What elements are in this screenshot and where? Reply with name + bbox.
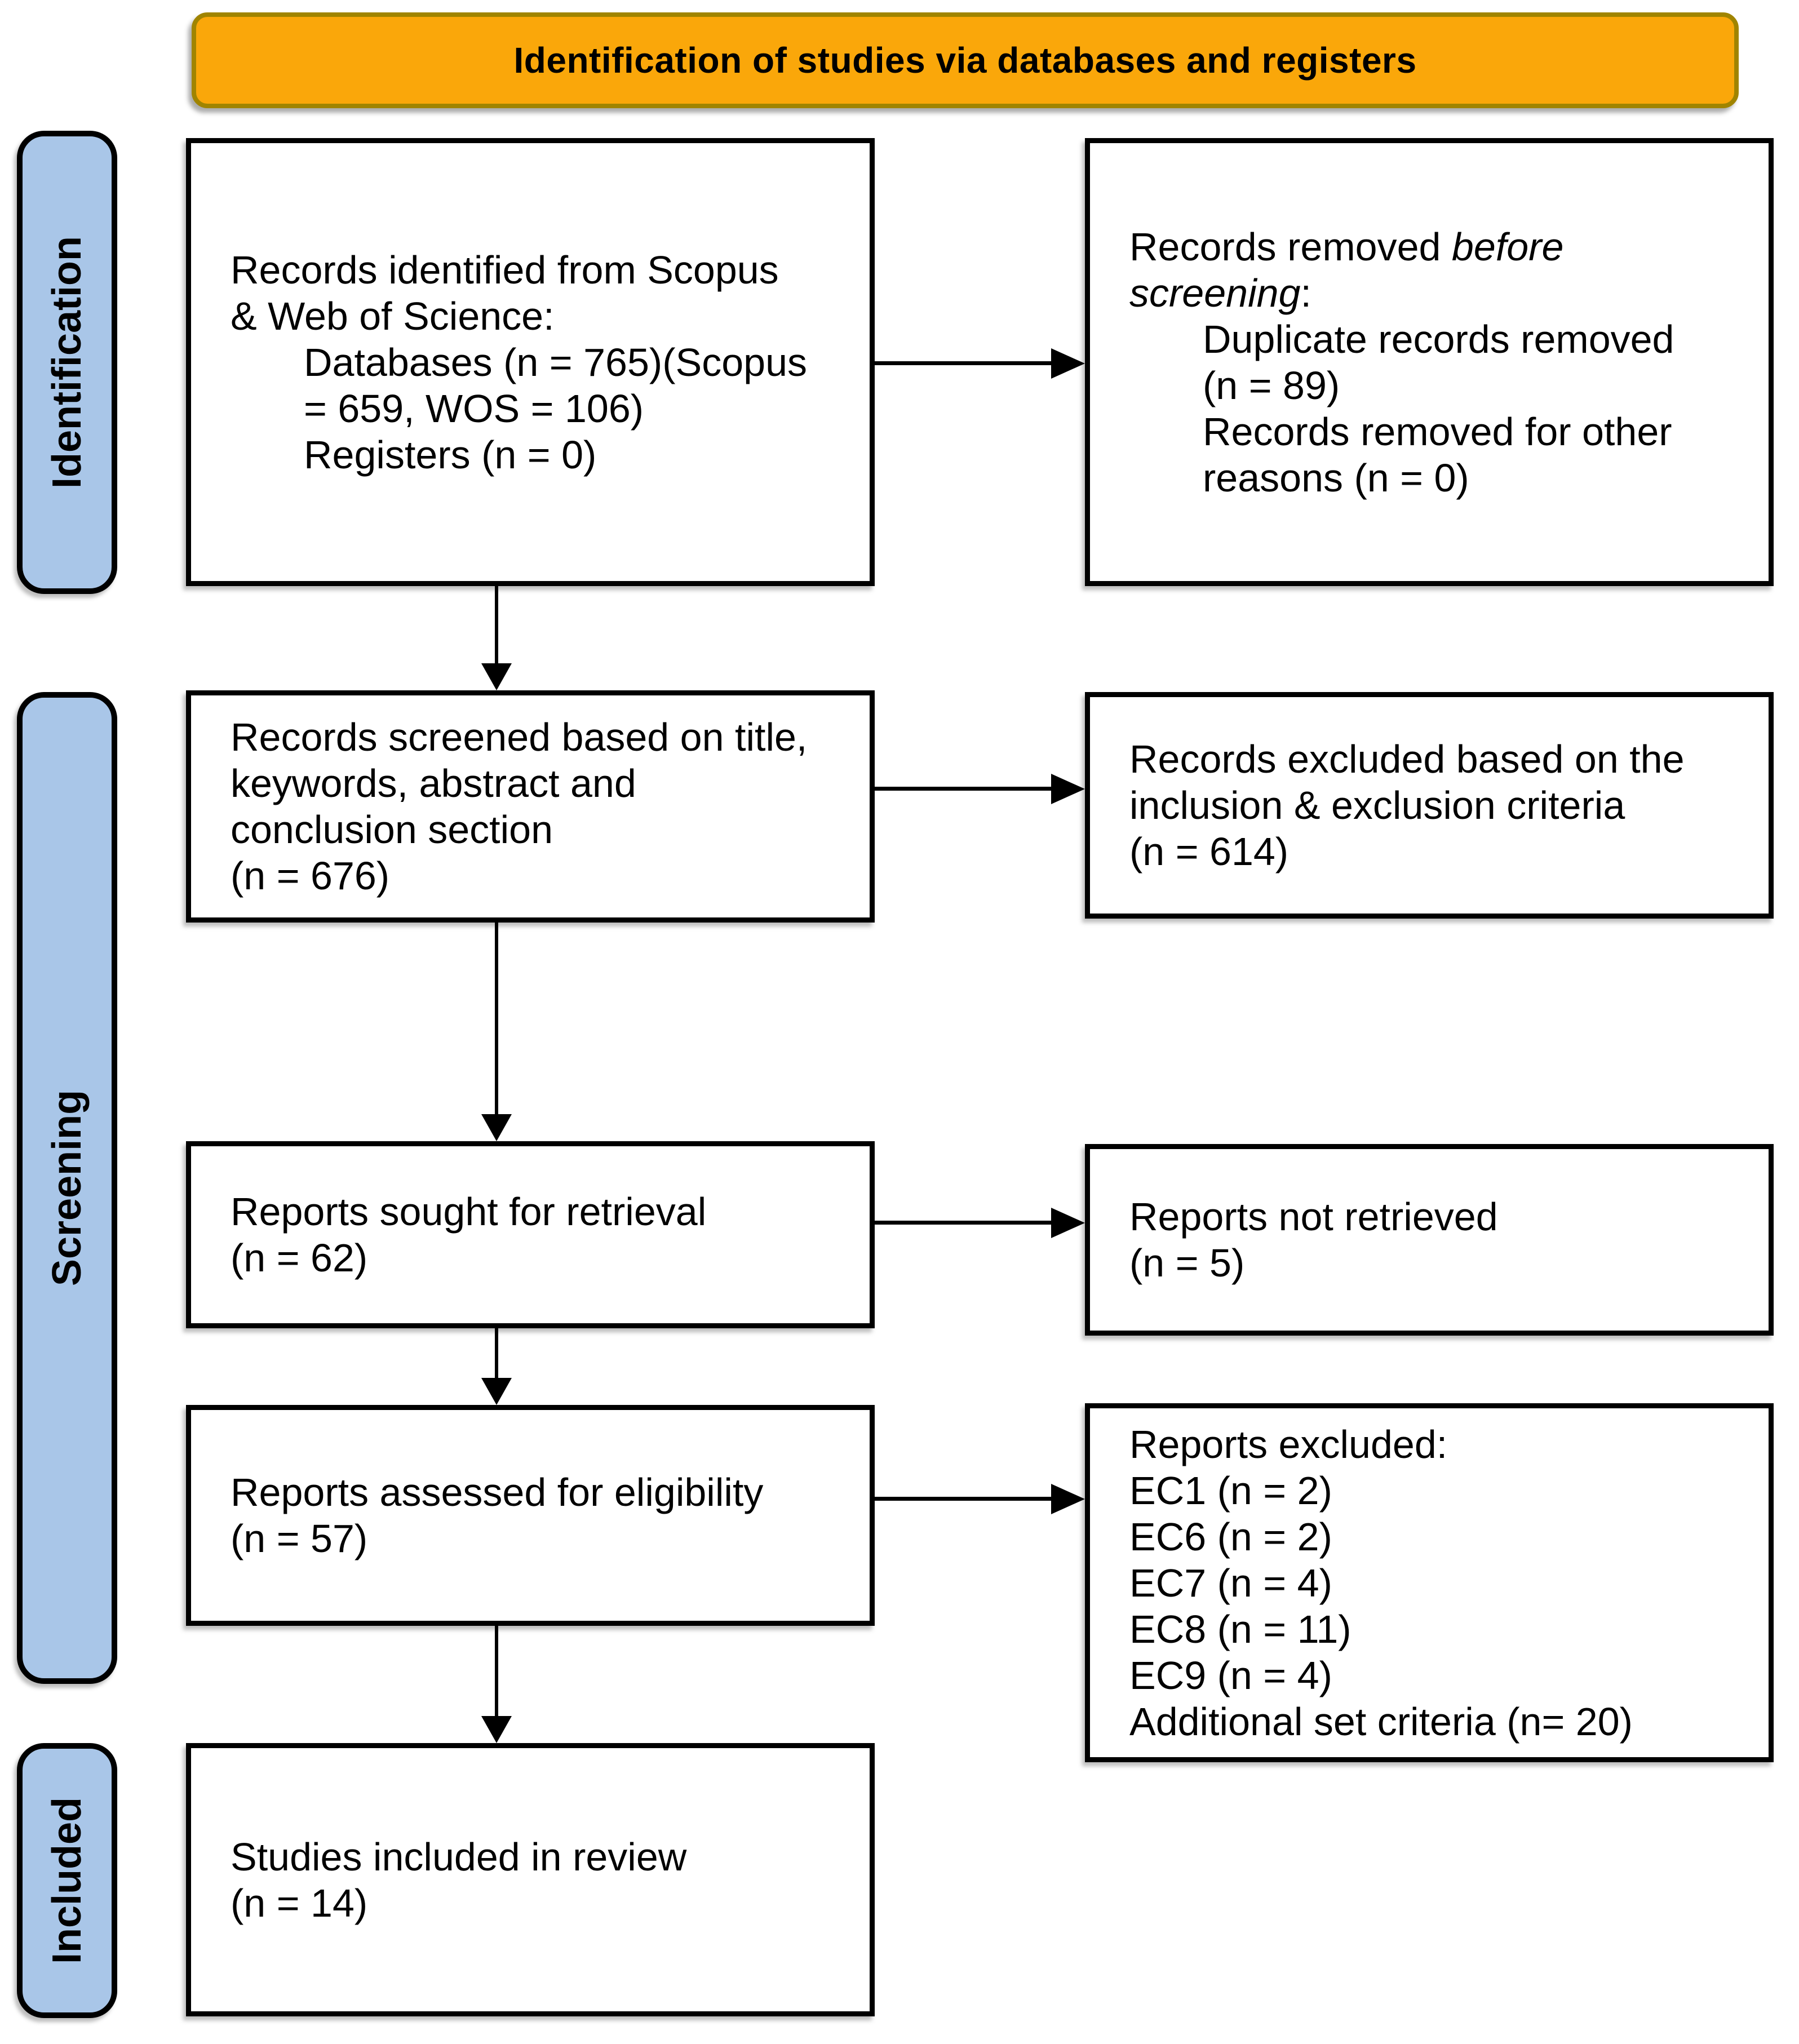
arrow-assessed-to-reports-excluded — [875, 1497, 1051, 1501]
box-reports-excluded-line: EC7 (n = 4) — [1129, 1560, 1332, 1605]
arrowhead-right-icon — [1051, 1484, 1085, 1514]
arrow-screened-to-excluded — [875, 787, 1051, 791]
box-records-screened: Records screened based on title, keyword… — [186, 690, 875, 923]
box-reports-excluded: Reports excluded: EC1 (n = 2) EC6 (n = 2… — [1085, 1403, 1774, 1762]
box-reports-excluded-line: Additional set criteria (n= 20) — [1129, 1699, 1633, 1744]
box-reports-sought-line: Reports sought for retrieval — [231, 1190, 707, 1234]
box-records-identified-subline: = 659, WOS = 106) — [304, 386, 644, 431]
arrowhead-down-icon — [481, 1114, 512, 1141]
box-records-identified-line: Records identified from Scopus — [231, 247, 779, 292]
arrow-screened-to-sought — [495, 923, 498, 1114]
box-records-excluded-line: (n = 614) — [1129, 830, 1289, 874]
arrowhead-down-icon — [481, 1716, 512, 1743]
box-records-removed-line: Records removed before — [1129, 224, 1760, 270]
box-records-identified-subline: Registers (n = 0) — [304, 432, 597, 477]
box-reports-sought-line: (n = 62) — [231, 1236, 368, 1280]
arrowhead-down-icon — [481, 663, 512, 690]
box-records-screened-line: (n = 676) — [231, 854, 390, 898]
box-records-excluded-line: Records excluded based on the — [1129, 737, 1685, 781]
box-reports-excluded-line: EC6 (n = 2) — [1129, 1514, 1332, 1559]
arrowhead-right-icon — [1051, 774, 1085, 804]
box-studies-included-line: Studies included in review — [231, 1834, 687, 1879]
arrow-assessed-to-included — [495, 1626, 498, 1716]
box-records-removed-subline: Duplicate records removed — [1203, 317, 1674, 361]
box-reports-assessed-line: (n = 57) — [231, 1517, 368, 1560]
records-removed-text: Records removed — [1129, 224, 1452, 269]
box-records-screened-line: conclusion section — [231, 808, 553, 852]
stage-screening: Screening — [17, 692, 117, 1684]
arrowhead-right-icon — [1051, 348, 1085, 379]
box-records-excluded: Records excluded based on the inclusion … — [1085, 692, 1774, 919]
box-reports-not-retrieved: Reports not retrieved (n = 5) — [1085, 1144, 1774, 1336]
box-records-removed-line: screening: — [1129, 270, 1760, 316]
arrow-sought-to-not-retrieved — [875, 1221, 1051, 1225]
banner: Identification of studies via databases … — [192, 12, 1739, 108]
arrow-sought-to-assessed — [495, 1328, 498, 1378]
records-removed-italic: before — [1451, 224, 1564, 269]
box-reports-not-retrieved-line: Reports not retrieved — [1129, 1195, 1498, 1239]
arrow-identified-to-screened — [495, 586, 498, 663]
box-studies-included: Studies included in review (n = 14) — [186, 1743, 875, 2016]
stage-identification-label: Identification — [45, 236, 90, 489]
stage-identification: Identification — [17, 131, 117, 594]
box-records-screened-line: Records screened based on title, — [231, 715, 808, 759]
records-removed-text: : — [1300, 271, 1311, 315]
box-reports-excluded-line: EC9 (n = 4) — [1129, 1653, 1332, 1697]
box-records-removed-subline: Records removed for other — [1203, 409, 1672, 454]
banner-title: Identification of studies via databases … — [513, 40, 1417, 81]
box-reports-not-retrieved-line: (n = 5) — [1129, 1241, 1245, 1285]
box-records-screened-line: keywords, abstract and — [231, 761, 636, 805]
box-records-removed: Records removed before screening: Duplic… — [1085, 138, 1774, 586]
box-reports-assessed-line: Reports assessed for eligibility — [231, 1470, 764, 1514]
records-removed-italic: screening — [1129, 271, 1301, 315]
box-reports-excluded-line: EC1 (n = 2) — [1129, 1468, 1332, 1513]
box-records-excluded-line: inclusion & exclusion criteria — [1129, 783, 1625, 827]
arrowhead-right-icon — [1051, 1208, 1085, 1238]
box-records-identified-line: & Web of Science: — [231, 294, 555, 338]
box-reports-assessed: Reports assessed for eligibility (n = 57… — [186, 1405, 875, 1626]
box-records-removed-subline: reasons (n = 0) — [1203, 455, 1469, 500]
box-records-identified: Records identified from Scopus & Web of … — [186, 138, 875, 586]
stage-included-label: Included — [45, 1797, 90, 1965]
stage-included: Included — [17, 1743, 117, 2018]
arrowhead-down-icon — [481, 1378, 512, 1405]
box-records-identified-subline: Databases (n = 765)(Scopus — [304, 340, 808, 384]
box-reports-sought: Reports sought for retrieval (n = 62) — [186, 1141, 875, 1328]
arrow-identified-to-removed — [875, 361, 1051, 365]
box-reports-excluded-line: EC8 (n = 11) — [1129, 1607, 1352, 1651]
box-reports-excluded-line: Reports excluded: — [1129, 1422, 1448, 1466]
box-studies-included-line: (n = 14) — [231, 1881, 368, 1925]
box-records-removed-subline: (n = 89) — [1203, 363, 1340, 407]
stage-screening-label: Screening — [45, 1089, 90, 1287]
